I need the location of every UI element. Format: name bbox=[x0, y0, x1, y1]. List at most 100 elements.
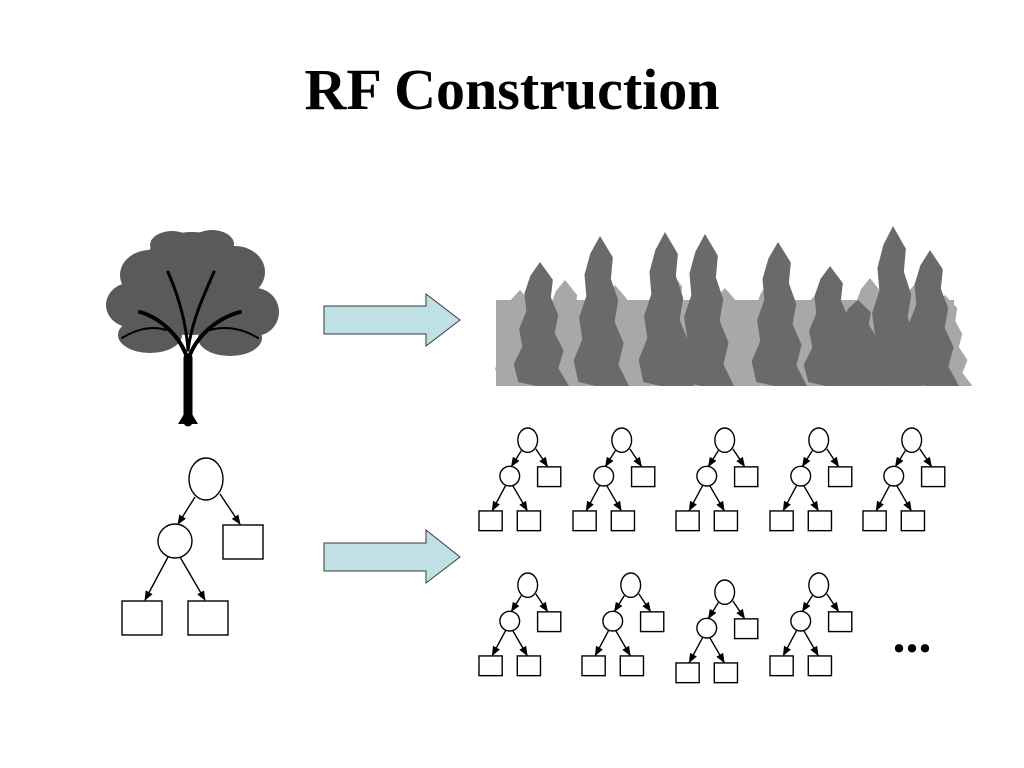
leaf-node bbox=[920, 466, 946, 488]
tree-edge bbox=[219, 493, 241, 525]
tree-edge bbox=[491, 485, 507, 512]
decision-node bbox=[517, 427, 539, 454]
tree-edge bbox=[688, 637, 704, 664]
tree-edge bbox=[638, 593, 652, 613]
tree-edge bbox=[707, 450, 719, 468]
decision-node bbox=[499, 465, 521, 487]
decision-node bbox=[696, 617, 718, 639]
tree-edge bbox=[629, 448, 643, 468]
leaf-node bbox=[222, 524, 264, 560]
leaf-node bbox=[862, 510, 887, 532]
leaf-node bbox=[733, 618, 759, 640]
leaf-node bbox=[536, 611, 562, 633]
leaf-node bbox=[675, 662, 700, 684]
tree-edge bbox=[803, 485, 819, 512]
leaf-node bbox=[581, 655, 606, 677]
decision-node bbox=[808, 427, 830, 454]
tree-edge bbox=[709, 637, 725, 664]
decision-node bbox=[714, 427, 736, 454]
conifer-tree bbox=[678, 234, 734, 386]
decision-node bbox=[790, 465, 812, 487]
tree-edge bbox=[894, 450, 906, 468]
tree-edge bbox=[826, 448, 840, 468]
tree-edge bbox=[535, 593, 549, 613]
leaf-node bbox=[827, 466, 853, 488]
decision-node bbox=[901, 427, 923, 454]
decision-node bbox=[499, 610, 521, 632]
tree-edge bbox=[179, 556, 206, 601]
tree-edge bbox=[510, 450, 522, 468]
leaf-node bbox=[827, 611, 853, 633]
tree-edge bbox=[144, 556, 169, 601]
decision-tree-node-group bbox=[769, 572, 853, 677]
tree-edge bbox=[512, 630, 528, 657]
tree-edge bbox=[707, 602, 719, 620]
right-arrow-icon bbox=[323, 292, 461, 348]
decision-tree-node-group bbox=[862, 427, 946, 532]
decision-node bbox=[157, 523, 193, 559]
tree-edge bbox=[782, 630, 798, 657]
conifer-tree bbox=[513, 262, 569, 386]
leaf-node bbox=[610, 510, 636, 532]
tree-edge bbox=[803, 630, 819, 657]
decision-node bbox=[611, 427, 633, 454]
decision-tree-node-group bbox=[478, 427, 562, 532]
conifer-tree bbox=[831, 300, 887, 386]
leaf-node bbox=[516, 655, 542, 677]
conifer-tree bbox=[866, 226, 922, 386]
conifer-tree bbox=[903, 250, 959, 386]
conifer-tree bbox=[573, 236, 629, 386]
tree-edge bbox=[782, 485, 798, 512]
decision-tree-node-group bbox=[581, 572, 665, 677]
tree-edge bbox=[875, 485, 891, 512]
tree-edge bbox=[606, 485, 622, 512]
decision-tree-node-group bbox=[572, 427, 656, 532]
tree-edge bbox=[491, 630, 507, 657]
tree-edge bbox=[512, 485, 528, 512]
tree-edge bbox=[585, 485, 601, 512]
decision-node bbox=[714, 579, 736, 606]
decision-tree-node-group bbox=[675, 427, 759, 532]
right-arrow-icon bbox=[323, 528, 461, 585]
leaf-node bbox=[769, 510, 794, 532]
leaf-node bbox=[187, 600, 229, 636]
decision-node bbox=[696, 465, 718, 487]
tree-edge bbox=[801, 595, 813, 613]
decision-tree-forest bbox=[478, 427, 946, 684]
leaf-node bbox=[769, 655, 794, 677]
deciduous-tree-icon bbox=[106, 230, 279, 427]
tree-edge bbox=[510, 595, 522, 613]
tree-edge bbox=[688, 485, 704, 512]
leaf-node bbox=[639, 611, 665, 633]
tree-edge bbox=[604, 450, 616, 468]
decision-node bbox=[188, 457, 224, 501]
leaf-node bbox=[121, 600, 163, 636]
tree-edge bbox=[709, 485, 725, 512]
tree-edge bbox=[801, 450, 813, 468]
leaf-node bbox=[619, 655, 645, 677]
ellipsis-label: ... bbox=[893, 607, 932, 664]
decision-tree-node-group bbox=[675, 579, 759, 684]
leaf-node bbox=[713, 662, 739, 684]
conifer-tree bbox=[751, 242, 807, 386]
leaf-node bbox=[733, 466, 759, 488]
decision-tree-node-group bbox=[121, 457, 264, 636]
leaf-node bbox=[478, 510, 503, 532]
decision-node bbox=[620, 572, 642, 599]
tree-edge bbox=[826, 593, 840, 613]
leaf-node bbox=[516, 510, 542, 532]
decision-node bbox=[883, 465, 905, 487]
tree-edge bbox=[613, 595, 625, 613]
leaf-node bbox=[675, 510, 700, 532]
leaf-node bbox=[900, 510, 926, 532]
tree-edge bbox=[535, 448, 549, 468]
leaf-node bbox=[572, 510, 597, 532]
leaf-node bbox=[630, 466, 656, 488]
leaf-node bbox=[478, 655, 503, 677]
tree-edge bbox=[615, 630, 631, 657]
tree-edge bbox=[919, 448, 933, 468]
conifer-tree bbox=[638, 232, 694, 386]
page-title: RF Construction bbox=[304, 57, 720, 122]
decision-tree bbox=[121, 457, 264, 636]
decision-node bbox=[517, 572, 539, 599]
